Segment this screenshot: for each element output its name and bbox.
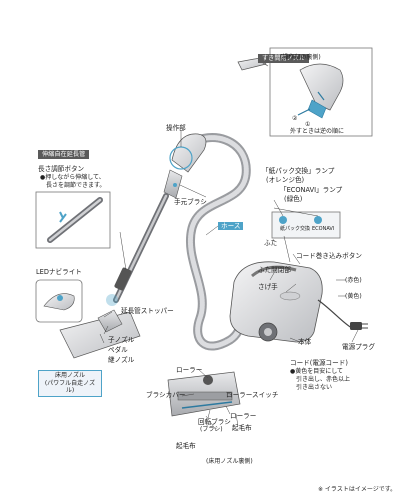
label-floor-nozzle: 床用ノズル (パワフル自走ノズル) xyxy=(38,370,102,397)
power-cord xyxy=(317,299,353,329)
label-roller-switch: ローラースイッチ xyxy=(226,391,279,399)
label-handle: さげ手 xyxy=(258,283,278,291)
hose-inner xyxy=(177,135,253,349)
label-bristle: 起毛布 xyxy=(232,424,252,432)
label-operation-steps: (操作部の裏側) xyxy=(280,54,321,61)
label-step1: ① xyxy=(305,121,311,128)
panel-paper-pack: 紙パック交換 xyxy=(280,226,311,232)
label-cord-desc-1: ●黄色を目安にして xyxy=(290,368,344,375)
label-cord-desc-3: 引き出さない xyxy=(296,384,333,391)
label-length-button: 長さ調節ボタン xyxy=(38,165,85,173)
label-paper-pack-color: (オレンジ色) xyxy=(266,176,305,184)
label-roller: ローラー xyxy=(176,366,203,374)
label-paper-pack-lamp: 「紙パック交換」ランプ xyxy=(262,167,335,175)
label-roller-2: ローラー xyxy=(230,412,257,420)
label-crevice-nozzle: すき間用ノズル xyxy=(258,54,310,63)
label-rotary-brush-sub: (ブラシ) xyxy=(200,426,223,433)
label-length-desc-1: ●押しながら伸縮して、 xyxy=(40,174,105,181)
label-ext-stopper: 延長管ストッパー xyxy=(121,307,174,315)
panel-econavi: ECONAVI xyxy=(312,226,335,232)
label-step2: ② xyxy=(292,115,298,122)
label-pedal: ペダル xyxy=(108,346,128,354)
handle-grip xyxy=(171,133,207,173)
floor-nozzle-title: 床用ノズル xyxy=(54,372,85,379)
floor-nozzle-sub: (パワフル自走ノズル) xyxy=(44,379,96,395)
label-lid: ふた xyxy=(264,239,278,247)
label-telescopic-pipe: 伸縮自在延長管 xyxy=(38,150,90,159)
label-econavi-color: (緑色) xyxy=(284,195,303,203)
label-operation-part: 操作部 xyxy=(166,124,186,132)
label-bristle-2: 起毛布 xyxy=(176,442,196,450)
label-child-nozzle: 子ノズル xyxy=(108,336,135,344)
label-rotary-brush: 回転ブラシ xyxy=(198,418,231,426)
label-cord-title: コード(電源コード) xyxy=(290,359,348,367)
label-hose: ホース xyxy=(218,222,244,230)
label-body: 本体 xyxy=(298,338,312,346)
label-cord-button: コード巻き込みボタン xyxy=(296,252,362,260)
label-hand-brush: 手元ブラシ xyxy=(174,198,207,206)
label-floor-back: (床用ノズル裏側) xyxy=(206,458,253,465)
label-yellow: (黄色) xyxy=(345,293,362,300)
label-length-desc-2: 長さを調節できます。 xyxy=(46,182,106,189)
image-note: ※ イラストはイメージです。 xyxy=(318,486,397,493)
panel-inset xyxy=(271,211,341,239)
label-econavi-lamp: 「ECONAVI」ランプ xyxy=(280,186,343,194)
leader-lines xyxy=(99,131,359,431)
label-power-plug: 電源プラグ xyxy=(342,343,375,351)
main-body xyxy=(229,261,323,343)
label-brush-cover: ブラシカバー xyxy=(146,391,186,399)
label-remove-reverse: 外すときは逆の順に xyxy=(290,128,345,135)
label-lid-button: ふた開閉部 xyxy=(258,266,291,274)
label-cord-desc-2: 引き出し、赤色以上 xyxy=(296,376,351,383)
label-red: (赤色) xyxy=(345,277,362,284)
label-led: LEDナビライト xyxy=(36,268,82,276)
label-joint-nozzle: 継ノズル xyxy=(108,356,135,364)
